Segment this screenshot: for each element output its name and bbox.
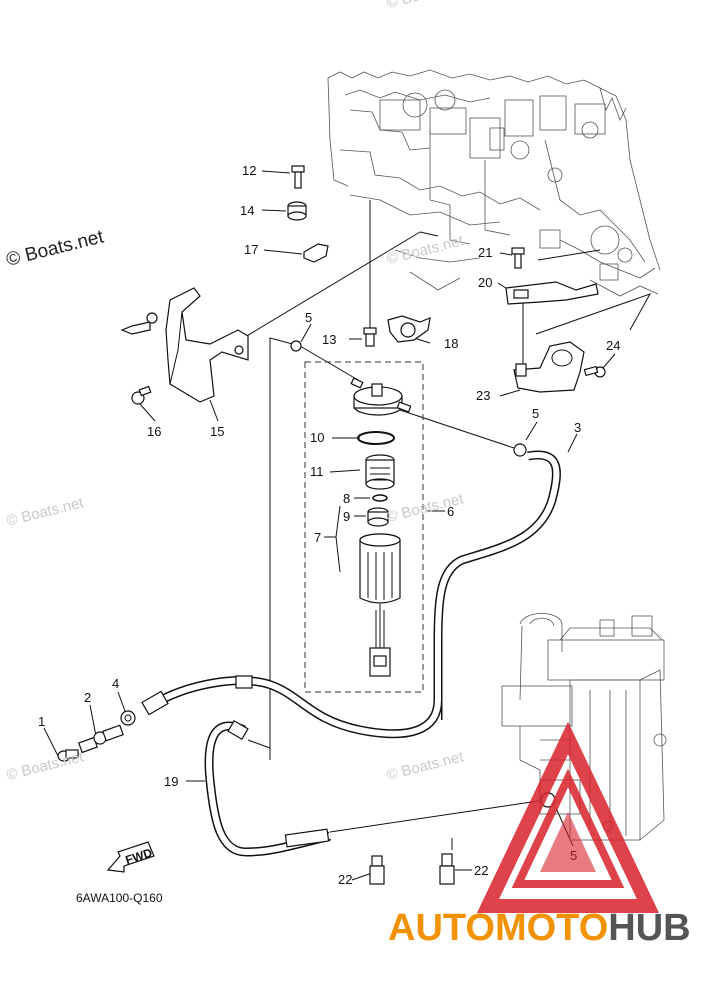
hose-end-connector bbox=[141, 690, 169, 716]
part-22-clip-right bbox=[439, 853, 455, 885]
callout-6: 6 bbox=[447, 504, 454, 519]
watermark-2: © Boats.net bbox=[5, 494, 86, 530]
logo-moto: MOTO bbox=[495, 907, 608, 949]
callout-11: 11 bbox=[310, 464, 324, 479]
filter-assembly-box bbox=[304, 361, 424, 693]
callout-3: 3 bbox=[574, 420, 581, 435]
callout-20: 20 bbox=[478, 275, 492, 290]
callout-22b: 22 bbox=[474, 863, 488, 878]
svg-text:AUTOMOTOHUB: AUTOMOTOHUB bbox=[388, 907, 691, 949]
part-24-bolt bbox=[583, 365, 606, 378]
watermark-3: © Boats.net bbox=[385, 490, 466, 526]
callout-4: 4 bbox=[112, 676, 119, 691]
callout-24: 24 bbox=[606, 338, 620, 353]
part-20-bracket bbox=[505, 281, 599, 305]
part-2-fitting bbox=[78, 724, 124, 754]
part-8-small-ring bbox=[372, 494, 388, 502]
callout-22a: 22 bbox=[338, 872, 352, 887]
part-18-clamp bbox=[387, 315, 431, 343]
part-1-plug bbox=[57, 749, 79, 762]
callout-7: 7 bbox=[314, 530, 321, 545]
callout-8: 8 bbox=[343, 491, 350, 506]
logo-triangle-icon bbox=[476, 721, 660, 913]
watermark-4: © Boats.net bbox=[5, 748, 86, 784]
part-19-hose bbox=[147, 675, 443, 857]
callout-17: 17 bbox=[244, 242, 258, 257]
callout-23: 23 bbox=[476, 388, 490, 403]
part-12-bolt bbox=[291, 165, 305, 189]
part-23-bracket bbox=[513, 341, 585, 393]
part-10-o-ring bbox=[357, 431, 395, 445]
callout-21: 21 bbox=[478, 245, 492, 260]
callout-2: 2 bbox=[84, 690, 91, 705]
assembly-lines bbox=[239, 200, 652, 850]
part-14-grommet bbox=[287, 201, 307, 221]
part-13-bolt bbox=[363, 327, 377, 347]
part-16-bolt bbox=[131, 385, 152, 405]
leader-lines bbox=[43, 170, 616, 881]
callout-9: 9 bbox=[343, 509, 350, 524]
part-4-clip bbox=[120, 710, 136, 726]
automotohub-logo: AUTOMOTOHUB bbox=[388, 721, 691, 949]
callout-16: 16 bbox=[147, 424, 161, 439]
part-11-element bbox=[365, 454, 395, 490]
logo-auto: AUTO bbox=[388, 907, 495, 949]
callout-12: 12 bbox=[242, 163, 256, 178]
watermark-6: © Boats.net bbox=[385, 0, 466, 12]
part-filter-head bbox=[350, 377, 412, 416]
callout-13: 13 bbox=[322, 332, 336, 347]
part-9-float bbox=[367, 507, 389, 527]
callout-18: 18 bbox=[444, 336, 458, 351]
callout-5b: 5 bbox=[532, 406, 539, 421]
part-21-bolt bbox=[511, 247, 525, 269]
callout-14: 14 bbox=[240, 203, 254, 218]
watermark-1: © Boats.net bbox=[385, 232, 466, 268]
part-22-clip-left bbox=[369, 855, 385, 885]
callout-19: 19 bbox=[164, 774, 178, 789]
part-15-bracket bbox=[120, 287, 249, 403]
logo-hub: HUB bbox=[608, 907, 690, 949]
part-3-hose bbox=[433, 450, 561, 720]
diagram-code: 6AWA100-Q160 bbox=[76, 891, 163, 905]
engine-block-drawing bbox=[327, 69, 661, 297]
fwd-arrow-icon: FWD bbox=[106, 841, 155, 873]
callout-1: 1 bbox=[38, 714, 45, 729]
watermark-main: © Boats.net bbox=[4, 226, 106, 271]
callout-5a: 5 bbox=[305, 310, 312, 325]
callout-labels: 1 2 3 4 5 5 5 6 7 8 9 10 11 12 13 14 15 … bbox=[38, 163, 620, 887]
callout-15: 15 bbox=[210, 424, 224, 439]
callout-10: 10 bbox=[310, 430, 324, 445]
watermark-5: © Boats.net bbox=[385, 748, 466, 784]
part-7-filter-cup bbox=[359, 533, 401, 677]
part-17-clip bbox=[303, 243, 329, 263]
